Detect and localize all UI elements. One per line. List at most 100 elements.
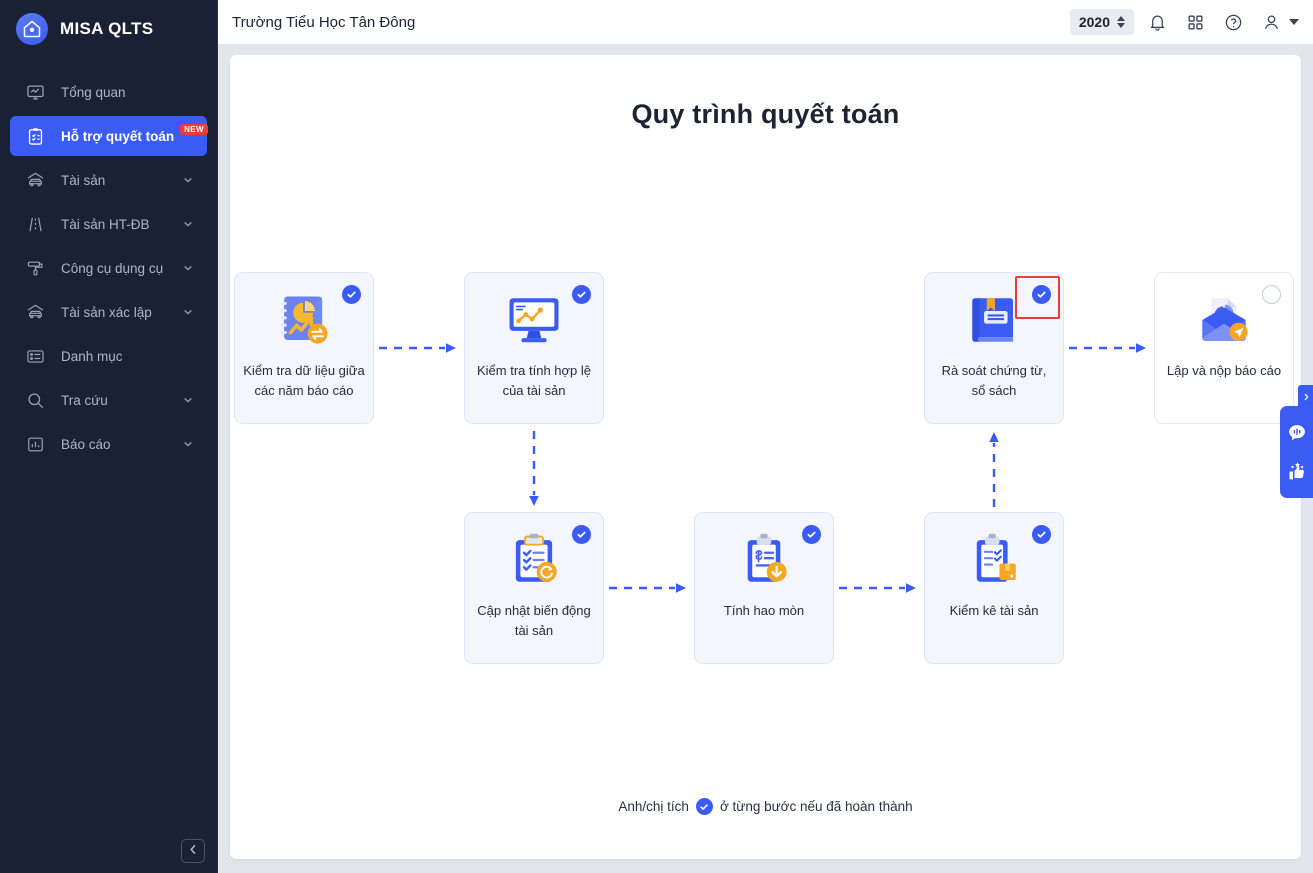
step-checkbox[interactable] (1262, 285, 1281, 304)
step-card-kiem-ke-tai-san[interactable]: Kiểm kê tài sản (924, 512, 1064, 664)
float-widget-toggle[interactable] (1298, 385, 1313, 409)
arrow-step1-to-step2 (378, 342, 458, 354)
step-card-kiem-tra-tinh-hop-le[interactable]: Kiểm tra tính hợp lệ của tài sản (464, 272, 604, 424)
sidebar-item-tong-quan[interactable]: Tổng quan (10, 72, 207, 112)
monitor-linechart-icon (505, 291, 563, 349)
chevron-down-icon (183, 439, 193, 449)
sidebar-item-label: Tài sản (61, 172, 106, 188)
user-menu[interactable] (1256, 7, 1299, 37)
chevron-down-icon (183, 175, 193, 185)
step-label: Cập nhật biến động tài sản (477, 603, 591, 639)
step-checkbox[interactable] (1032, 285, 1051, 304)
topbar: Trường Tiểu Học Tân Đông 2020 (218, 0, 1313, 45)
road-icon (22, 213, 48, 235)
check-circle-icon (695, 798, 713, 815)
bar-chart-icon (22, 433, 48, 455)
brand: MISA QLTS (0, 0, 217, 58)
process-canvas: Quy trình quyết toán (230, 55, 1301, 859)
step-label: Tính hao mòn (723, 603, 805, 618)
page-title: Quy trình quyết toán (631, 99, 900, 129)
sidebar-item-tai-san-xac-lap[interactable]: Tài sản xác lập (10, 292, 207, 332)
sidebar-item-label: Tra cứu (61, 392, 108, 408)
sidebar-item-label: Tài sản HT-ĐB (61, 216, 150, 232)
user-account-icon (1256, 7, 1286, 37)
step-card-cap-nhat-bien-dong[interactable]: Cập nhật biến động tài sản (464, 512, 604, 664)
year-selector[interactable]: 2020 (1069, 9, 1134, 35)
report-book-exchange-icon (275, 291, 333, 349)
sidebar-collapse-button[interactable] (181, 839, 205, 863)
arrow-step4-to-step5 (838, 582, 918, 594)
sidebar-item-label: Công cụ dụng cụ (61, 260, 164, 276)
year-value: 2020 (1078, 14, 1110, 30)
arrow-step3-to-step4 (608, 582, 688, 594)
main-pane: Trường Tiểu Học Tân Đông 2020 (218, 0, 1313, 873)
clipboard-check-icon (22, 125, 48, 147)
sidebar-item-tai-san-ht-db[interactable]: Tài sản HT-ĐB (10, 204, 207, 244)
envelope-report-send-icon (1195, 291, 1253, 349)
monitor-chart-icon (22, 81, 48, 103)
chevron-down-icon (183, 395, 193, 405)
grid-apps-icon[interactable] (1180, 7, 1210, 37)
clipboard-dollar-down-icon (735, 531, 793, 589)
step-label: Kiểm tra tính hợp lệ của tài sản (476, 363, 592, 399)
house-shield-icon (16, 13, 48, 45)
chevron-right-icon (1302, 388, 1310, 406)
arrow-step5-to-step6 (988, 430, 1000, 508)
sidebar-item-bao-cao[interactable]: Báo cáo (10, 424, 207, 464)
book-bookmark-icon (965, 291, 1023, 349)
step-card-lap-va-nop-bao-cao[interactable]: Lập và nộp báo cáo (1154, 272, 1294, 424)
process-flow: Kiểm tra dữ liệu giữa các năm báo cáo (230, 55, 1301, 859)
step-label: Lập và nộp báo cáo (1166, 363, 1282, 378)
new-badge: NEW (180, 123, 208, 135)
topbar-actions: 2020 (1069, 7, 1299, 37)
chevron-left-icon (188, 842, 199, 860)
footnote: Anh/chị tích ở từng bước nếu đã hoàn thà… (230, 798, 1301, 815)
brand-name: MISA QLTS (60, 19, 154, 38)
float-widget-panel[interactable] (1280, 406, 1313, 498)
sidebar-item-tra-cuu[interactable]: Tra cứu (10, 380, 207, 420)
car-garage-icon (22, 301, 48, 323)
step-checkbox[interactable] (572, 525, 591, 544)
organization-title: Trường Tiểu Học Tân Đông (232, 13, 416, 31)
arrow-step2-to-step3 (528, 430, 540, 508)
step-checkbox[interactable] (572, 285, 591, 304)
clipboard-refresh-icon (505, 531, 563, 589)
list-card-icon (22, 345, 48, 367)
thumbs-up-stars-icon[interactable] (1287, 461, 1307, 481)
sidebar-nav: Tổng quan Hỗ trợ quyết toán NEW (0, 72, 217, 464)
step-label: Rà soát chứng từ, sổ sách (941, 363, 1047, 399)
step-label: Kiểm tra dữ liệu giữa các năm báo cáo (243, 363, 365, 399)
footnote-text-before: Anh/chị tích (618, 799, 689, 814)
car-garage-icon (22, 169, 48, 191)
sidebar-item-danh-muc[interactable]: Danh mục (10, 336, 207, 376)
sidebar-item-label: Tổng quan (61, 84, 126, 100)
sidebar-item-tai-san[interactable]: Tài sản (10, 160, 207, 200)
sidebar: MISA QLTS Tổng quan (0, 0, 218, 873)
help-circle-icon[interactable] (1218, 7, 1248, 37)
sidebar-item-ho-tro-quyet-toan[interactable]: Hỗ trợ quyết toán NEW (10, 116, 208, 156)
bell-icon[interactable] (1142, 7, 1172, 37)
arrow-step6-to-step7 (1068, 342, 1148, 354)
spinner-arrows-icon[interactable] (1117, 16, 1125, 28)
chevron-down-icon (1289, 19, 1299, 25)
step-checkbox[interactable] (342, 285, 361, 304)
paint-roller-icon (22, 257, 48, 279)
step-card-ra-soat-chung-tu[interactable]: Rà soát chứng từ, sổ sách (924, 272, 1064, 424)
chat-voice-icon[interactable] (1287, 423, 1307, 443)
sidebar-item-label: Hỗ trợ quyết toán (61, 128, 175, 144)
sidebar-item-label: Tài sản xác lập (61, 304, 152, 320)
step-label: Kiểm kê tài sản (949, 603, 1039, 618)
search-icon (22, 389, 48, 411)
step-card-tinh-hao-mon[interactable]: Tính hao mòn (694, 512, 834, 664)
chevron-down-icon (183, 307, 193, 317)
canvas-wrapper: Quy trình quyết toán (218, 45, 1313, 873)
step-card-kiem-tra-du-lieu[interactable]: Kiểm tra dữ liệu giữa các năm báo cáo (234, 272, 374, 424)
sidebar-item-cong-cu-dung-cu[interactable]: Công cụ dụng cụ (10, 248, 207, 288)
chevron-down-icon (183, 263, 193, 273)
clipboard-box-icon (965, 531, 1023, 589)
step-checkbox[interactable] (802, 525, 821, 544)
sidebar-item-label: Danh mục (61, 348, 123, 364)
step-checkbox[interactable] (1032, 525, 1051, 544)
footnote-text-after: ở từng bước nếu đã hoàn thành (719, 799, 913, 814)
